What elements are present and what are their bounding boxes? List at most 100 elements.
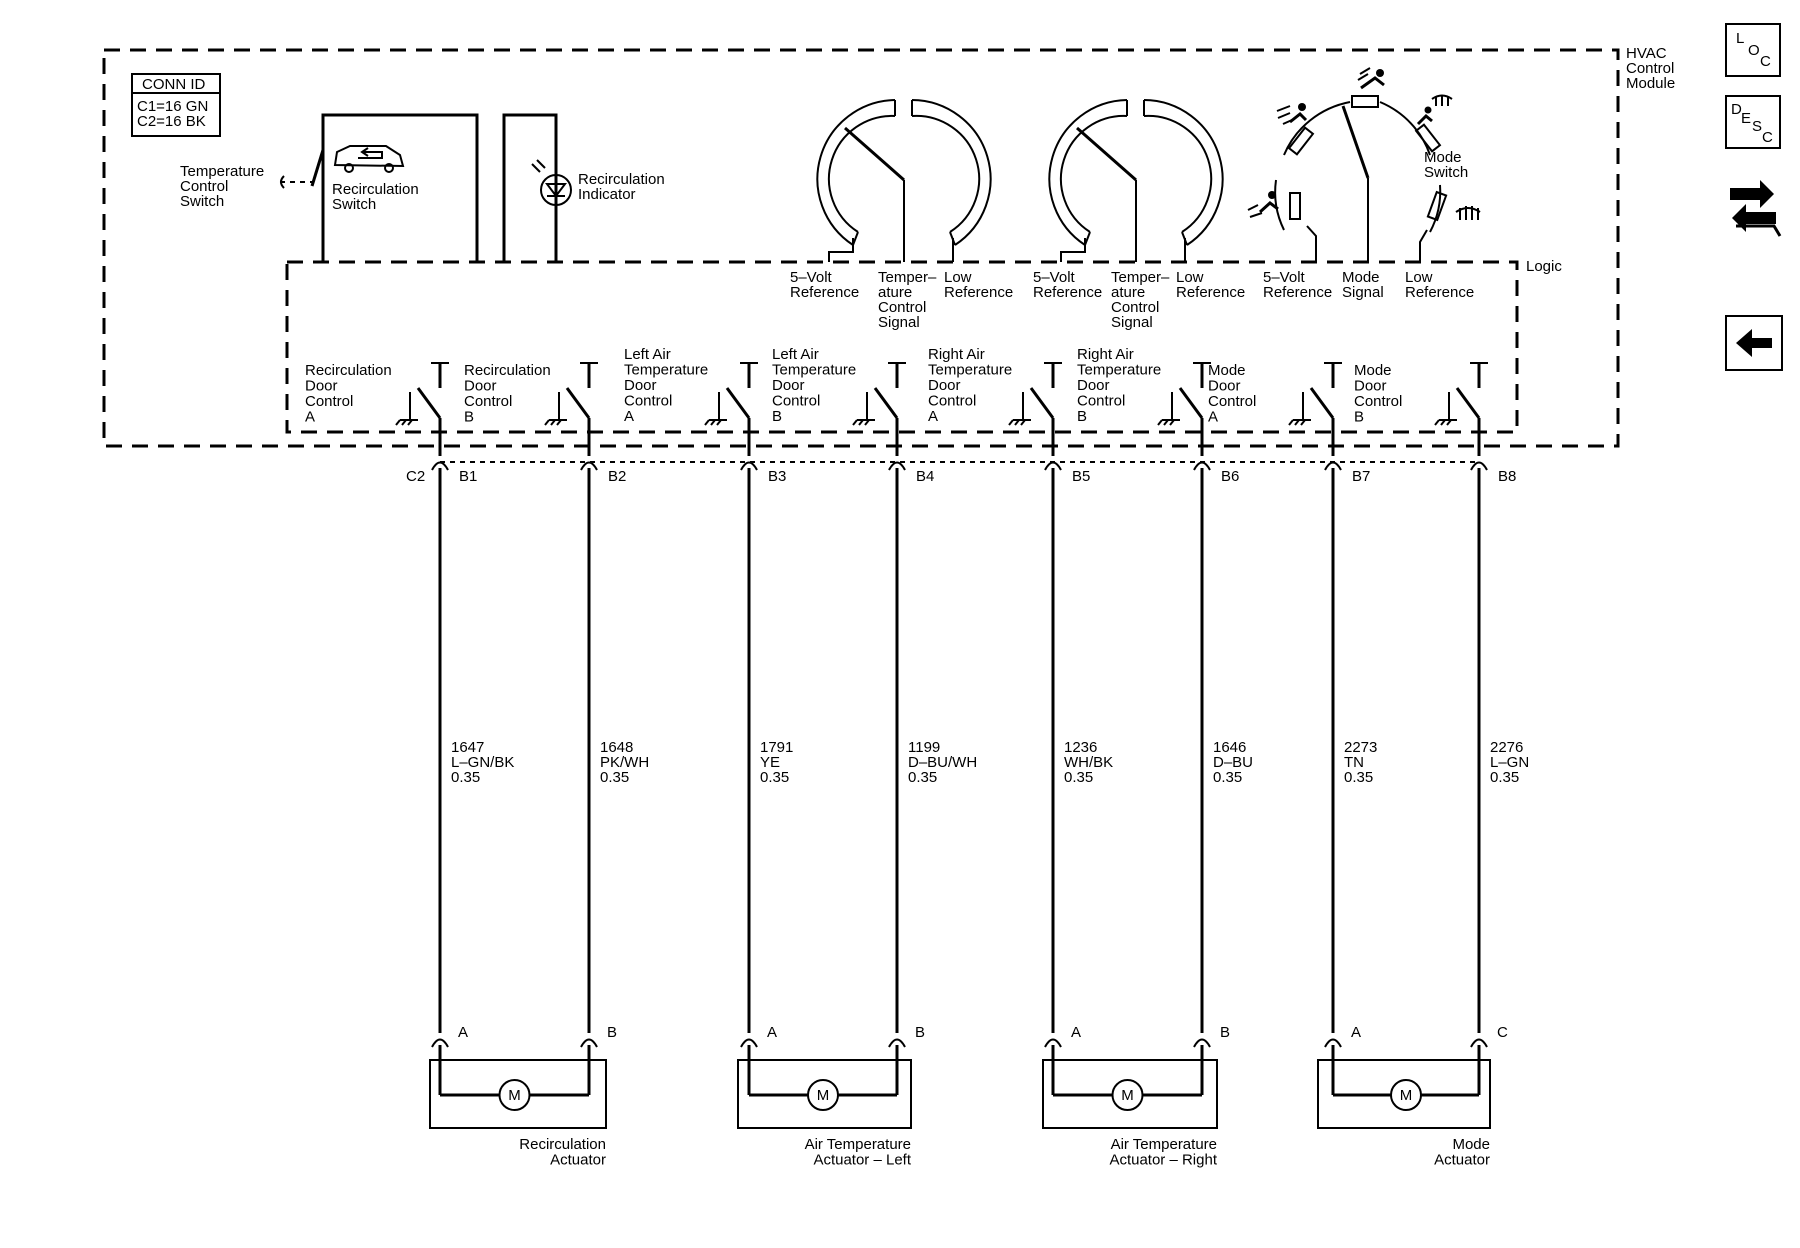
circuit-number: 1791 [760, 739, 793, 756]
pot-label-9: Low [1405, 269, 1433, 286]
driver-switch [395, 362, 449, 456]
driver-label-line: Mode [1208, 362, 1246, 379]
actuator-label: Actuator [550, 1152, 606, 1169]
pin-label: B2 [608, 468, 626, 485]
pot-label-1: 5–Volt [790, 269, 833, 286]
actuator-pin-label: A [767, 1024, 777, 1041]
pin-label: B4 [916, 468, 934, 485]
pot-label-6: Low [1176, 269, 1204, 286]
pin-label: B3 [768, 468, 786, 485]
driver-label-line: Control [928, 393, 976, 410]
actuator-pin [1470, 1038, 1488, 1048]
description-icon: D [1731, 101, 1742, 118]
circuit-number: 2276 [1490, 739, 1523, 756]
svg-text:C1=16 GN: C1=16 GN [137, 98, 208, 115]
pot-label-2: Temper– [878, 269, 937, 286]
driver-label-line: B [464, 409, 474, 426]
driver-label-line: B [772, 408, 782, 425]
svg-text:C: C [1760, 53, 1771, 70]
svg-text:Recirculation: Recirculation [332, 181, 419, 198]
connector-pin [888, 461, 906, 471]
circuit-number: 2273 [1344, 739, 1377, 756]
recirculation-car-icon [333, 145, 405, 173]
driver-label-line: Door [1077, 377, 1110, 394]
pot-label-5: ature [1111, 284, 1145, 301]
driver-label-line: Left Air [624, 346, 671, 363]
driver-label-line: A [305, 409, 315, 426]
loc-button[interactable]: L O C [1725, 23, 1781, 77]
wire-gauge: 0.35 [451, 769, 480, 786]
wire-color: PK/WH [600, 754, 649, 771]
svg-text:Mode: Mode [1424, 149, 1462, 166]
driver-label-line: Recirculation [305, 362, 392, 379]
wire-gauge: 0.35 [1344, 769, 1373, 786]
driver-label-line: Door [464, 378, 497, 395]
defrost-icon [1455, 206, 1481, 220]
svg-text:Switch: Switch [180, 193, 224, 210]
driver-label-line: Control [1077, 393, 1125, 410]
motor-label: M [1121, 1087, 1134, 1104]
svg-text:HVAC: HVAC [1626, 45, 1667, 62]
connector-pin [580, 461, 598, 471]
actuator-pin [580, 1038, 598, 1048]
pot-label-7: Reference [1263, 284, 1332, 301]
circuit-number: 1199 [908, 739, 940, 756]
motor-icon [498, 1079, 531, 1111]
left-temperature-potentiometer [816, 99, 992, 262]
pot-label-3: Reference [944, 284, 1013, 301]
circuit-b2: RecirculationDoorControlBB21648PK/WH0.35… [464, 362, 649, 1095]
circuit-b3: Left AirTemperatureDoorControlAB31791YE0… [624, 346, 793, 1095]
actuator-pin [1324, 1038, 1342, 1048]
driver-label-line: Door [1354, 378, 1387, 395]
desc-button[interactable]: D E S C [1725, 95, 1781, 149]
actuator-pin [888, 1038, 906, 1048]
back-button[interactable] [1725, 315, 1783, 371]
driver-label-line: B [1354, 409, 1364, 426]
circuit-number: 1236 [1064, 739, 1097, 756]
actuator-pin-label: B [1220, 1024, 1230, 1041]
wire-gauge: 0.35 [760, 769, 789, 786]
back-arrow-icon [1736, 329, 1772, 357]
wire-color: L–GN/BK [451, 754, 514, 771]
pot-label-3: Low [944, 269, 972, 286]
driver-label-line: Door [772, 377, 805, 394]
actuator-pin-label: A [458, 1024, 468, 1041]
svg-text:Indicator: Indicator [578, 186, 636, 203]
driver-switch [852, 362, 906, 456]
svg-text:Module: Module [1626, 75, 1675, 92]
wire-color: D–BU/WH [908, 754, 977, 771]
driver-label-line: Door [1208, 378, 1241, 395]
svg-text:S: S [1752, 118, 1762, 135]
pot-label-8: Signal [1342, 284, 1384, 301]
motor-label: M [508, 1087, 521, 1104]
mode-switch: Mode Switch [1247, 67, 1481, 262]
wire-color: TN [1344, 754, 1364, 771]
driver-switch [1434, 362, 1488, 456]
mode-contact-top [1351, 95, 1379, 108]
pot-label-1: Reference [790, 284, 859, 301]
recirculation-indicator: Recirculation Indicator [502, 113, 665, 262]
connector-flow-icon[interactable] [1730, 180, 1782, 237]
connector-pin [740, 461, 758, 471]
hvac-module-boundary [102, 48, 1620, 448]
conn-id-box: CONN ID C1=16 GN C2=16 BK [131, 73, 221, 137]
actuator-pin-label: A [1351, 1024, 1361, 1041]
driver-label-line: Right Air [928, 346, 985, 363]
actuator-label: Recirculation [519, 1136, 606, 1153]
driver-label-line: Temperature [772, 362, 856, 379]
circuit-b1: RecirculationDoorControlAB11647L–GN/BK0.… [305, 362, 514, 1095]
bi-level-icon [1276, 103, 1308, 125]
temperature-control-switch: Temperature Control Switch [180, 163, 312, 210]
wire-color: D–BU [1213, 754, 1253, 771]
pot-label-2: Signal [878, 314, 920, 331]
svg-text:Temperature: Temperature [180, 163, 264, 180]
actuator-pin [740, 1038, 758, 1048]
